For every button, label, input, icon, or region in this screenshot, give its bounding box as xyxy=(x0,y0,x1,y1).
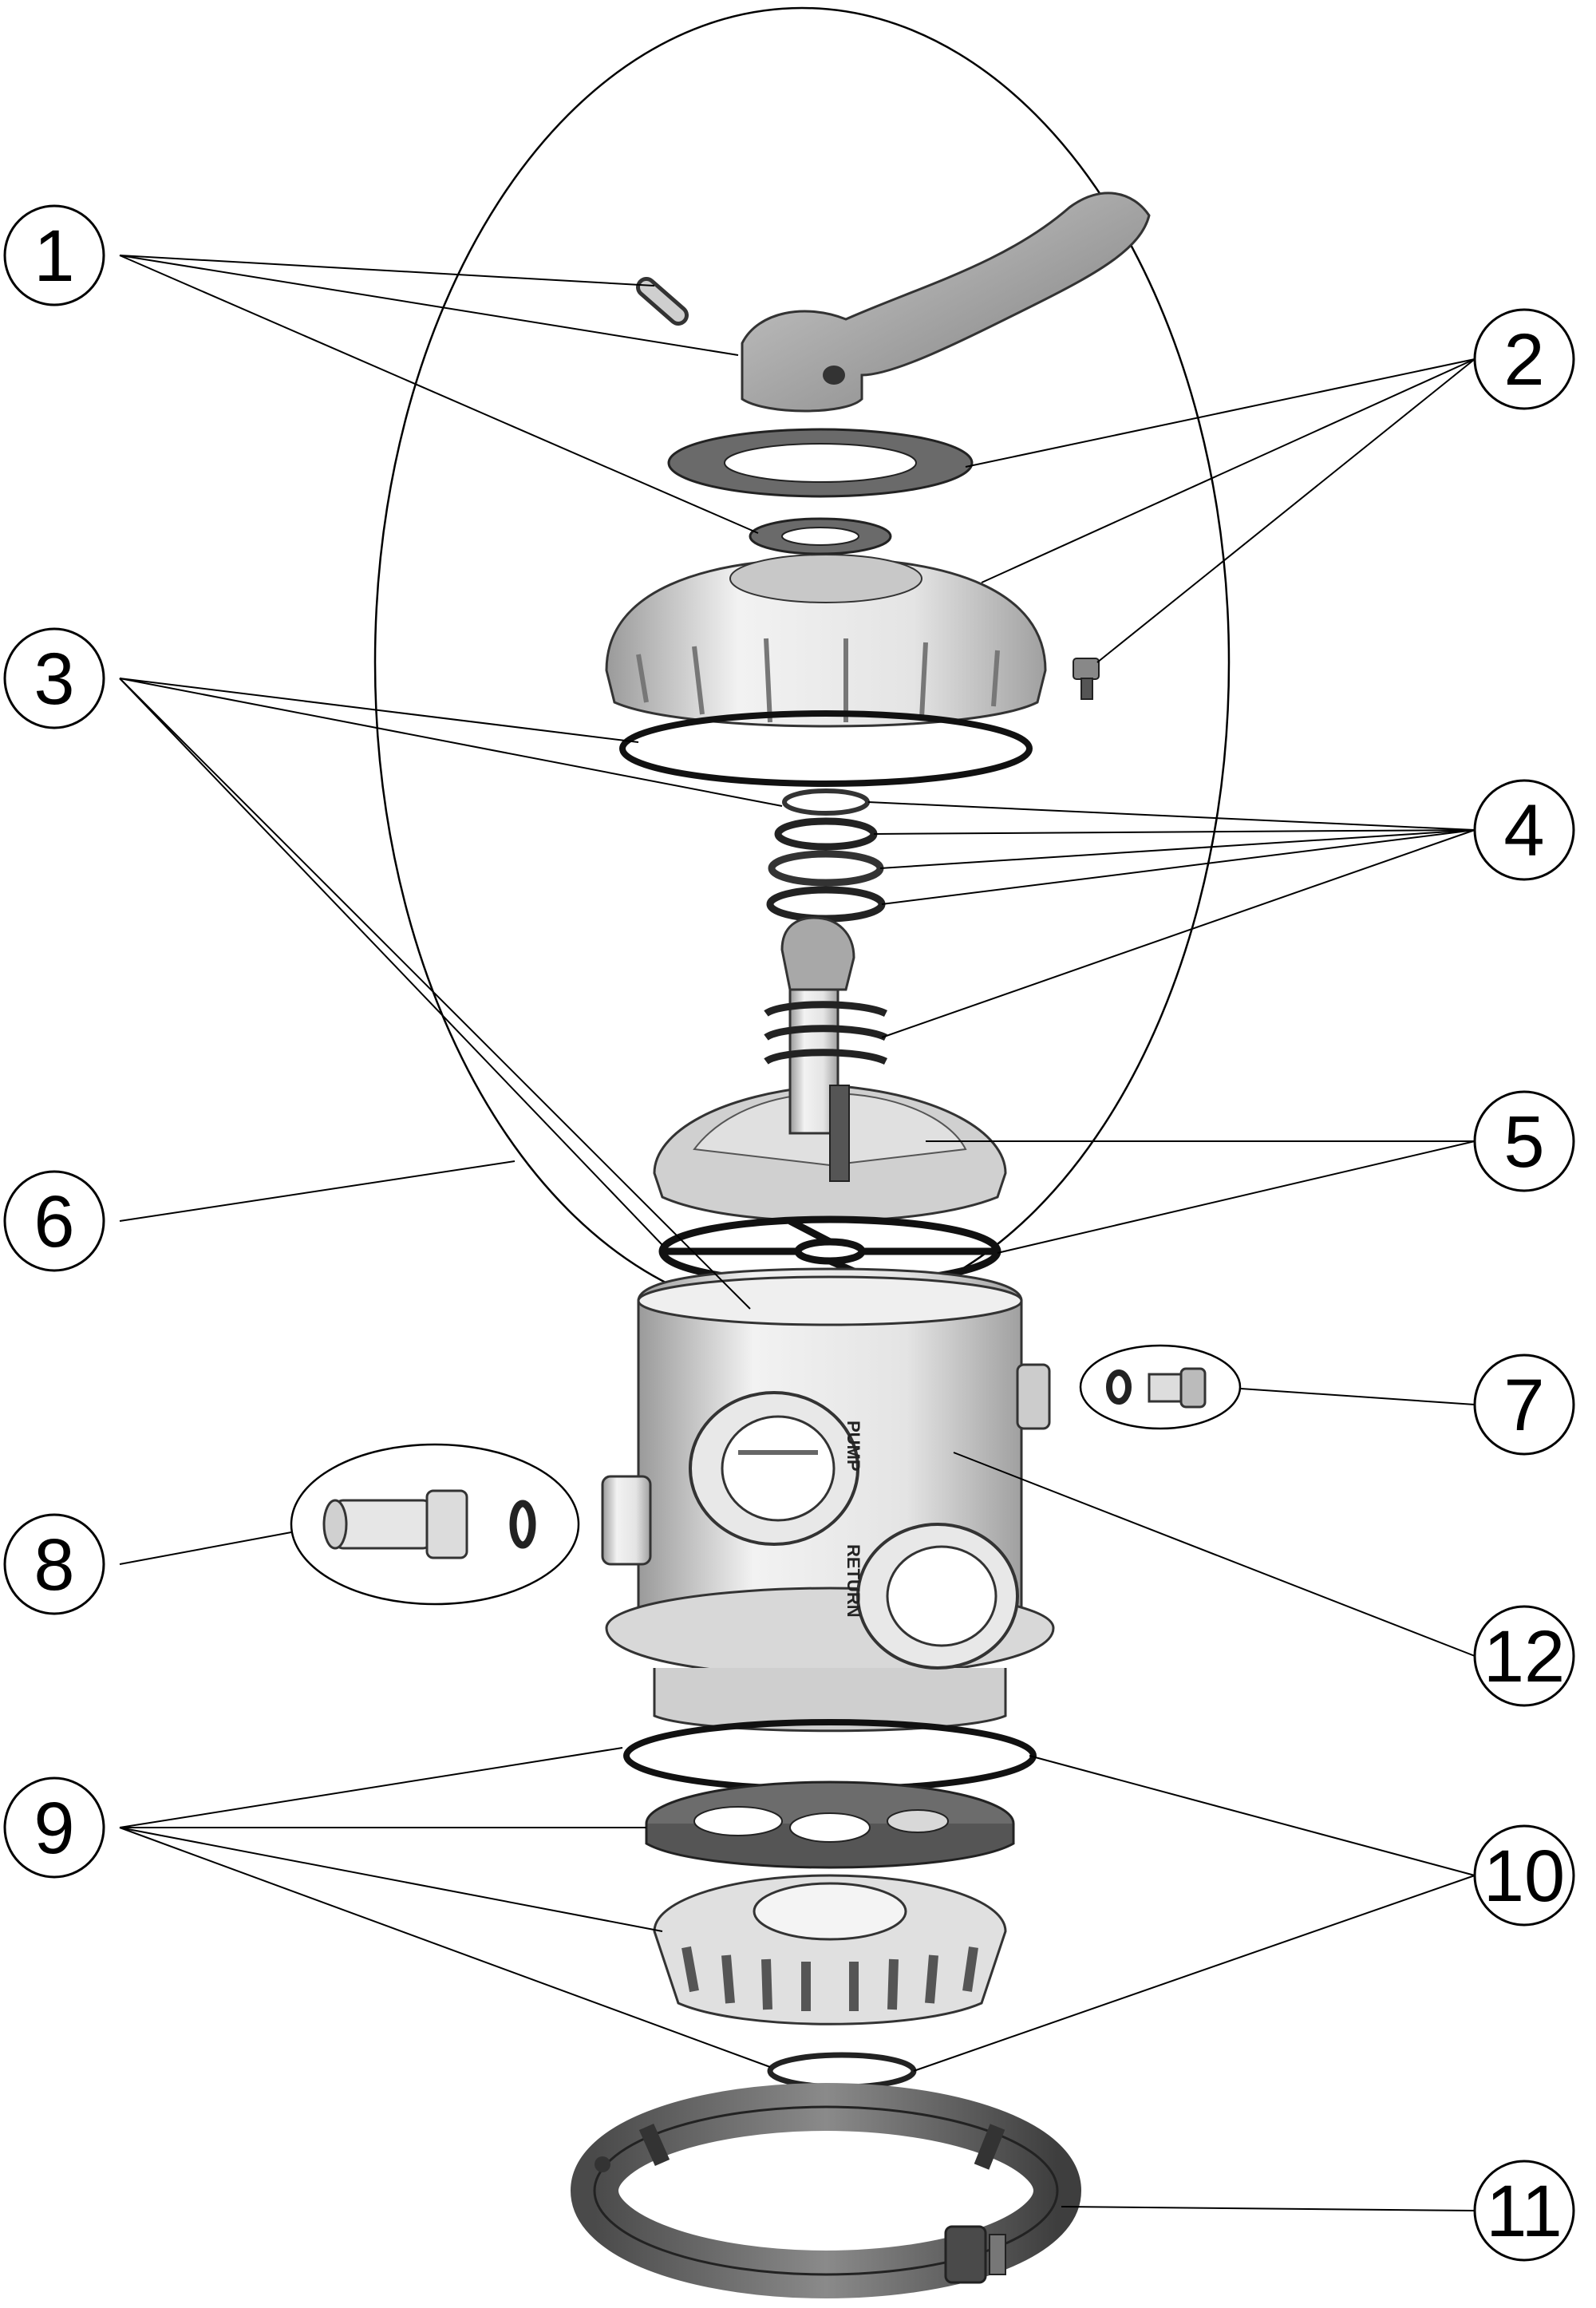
callout-3: 3 xyxy=(3,627,105,729)
cover-o-ring xyxy=(619,710,1033,787)
callout-10: 10 xyxy=(1473,1824,1575,1927)
drain-plug-detail xyxy=(1079,1344,1242,1430)
callout-12: 12 xyxy=(1473,1605,1575,1707)
rotor-part xyxy=(653,916,1007,1223)
callout-8: 8 xyxy=(3,1513,105,1615)
lower-gasket-plate xyxy=(645,1780,1015,1869)
callout-11: 11 xyxy=(1473,2160,1575,2262)
return-port-label: RETURN xyxy=(843,1544,863,1618)
svg-text:7: 7 xyxy=(1503,1365,1544,1446)
lower-o-ring xyxy=(623,1719,1037,1792)
svg-text:12: 12 xyxy=(1483,1616,1565,1697)
leader-lines xyxy=(119,255,1476,2211)
screw-part xyxy=(1073,658,1100,700)
pin-part xyxy=(636,277,689,326)
svg-text:4: 4 xyxy=(1503,790,1544,871)
svg-text:10: 10 xyxy=(1483,1836,1565,1917)
bottom-o-ring xyxy=(767,2052,917,2090)
pump-port-label: PUMP xyxy=(843,1421,863,1472)
svg-text:8: 8 xyxy=(34,1524,74,1606)
cover-part xyxy=(605,554,1047,728)
svg-text:3: 3 xyxy=(34,638,74,720)
callout-6: 6 xyxy=(3,1170,105,1272)
valve-body-part: PUMP RETURN xyxy=(601,1267,1055,1733)
clamp-part xyxy=(571,2083,1081,2298)
connector-detail xyxy=(290,1443,580,1606)
svg-text:11: 11 xyxy=(1486,2171,1562,2252)
svg-text:9: 9 xyxy=(34,1788,74,1869)
callout-5: 5 xyxy=(1473,1090,1575,1192)
callout-1: 1 xyxy=(3,204,105,306)
callout-4: 4 xyxy=(1473,779,1575,881)
callout-9: 9 xyxy=(3,1776,105,1879)
shaft-o-rings xyxy=(766,788,886,923)
svg-text:6: 6 xyxy=(34,1181,74,1263)
svg-text:1: 1 xyxy=(34,215,74,297)
svg-text:2: 2 xyxy=(1503,319,1544,401)
basket-part xyxy=(653,1874,1007,2025)
callout-7: 7 xyxy=(1473,1354,1575,1456)
callout-2: 2 xyxy=(1473,308,1575,410)
handle-part xyxy=(741,192,1151,413)
svg-text:5: 5 xyxy=(1503,1101,1544,1183)
